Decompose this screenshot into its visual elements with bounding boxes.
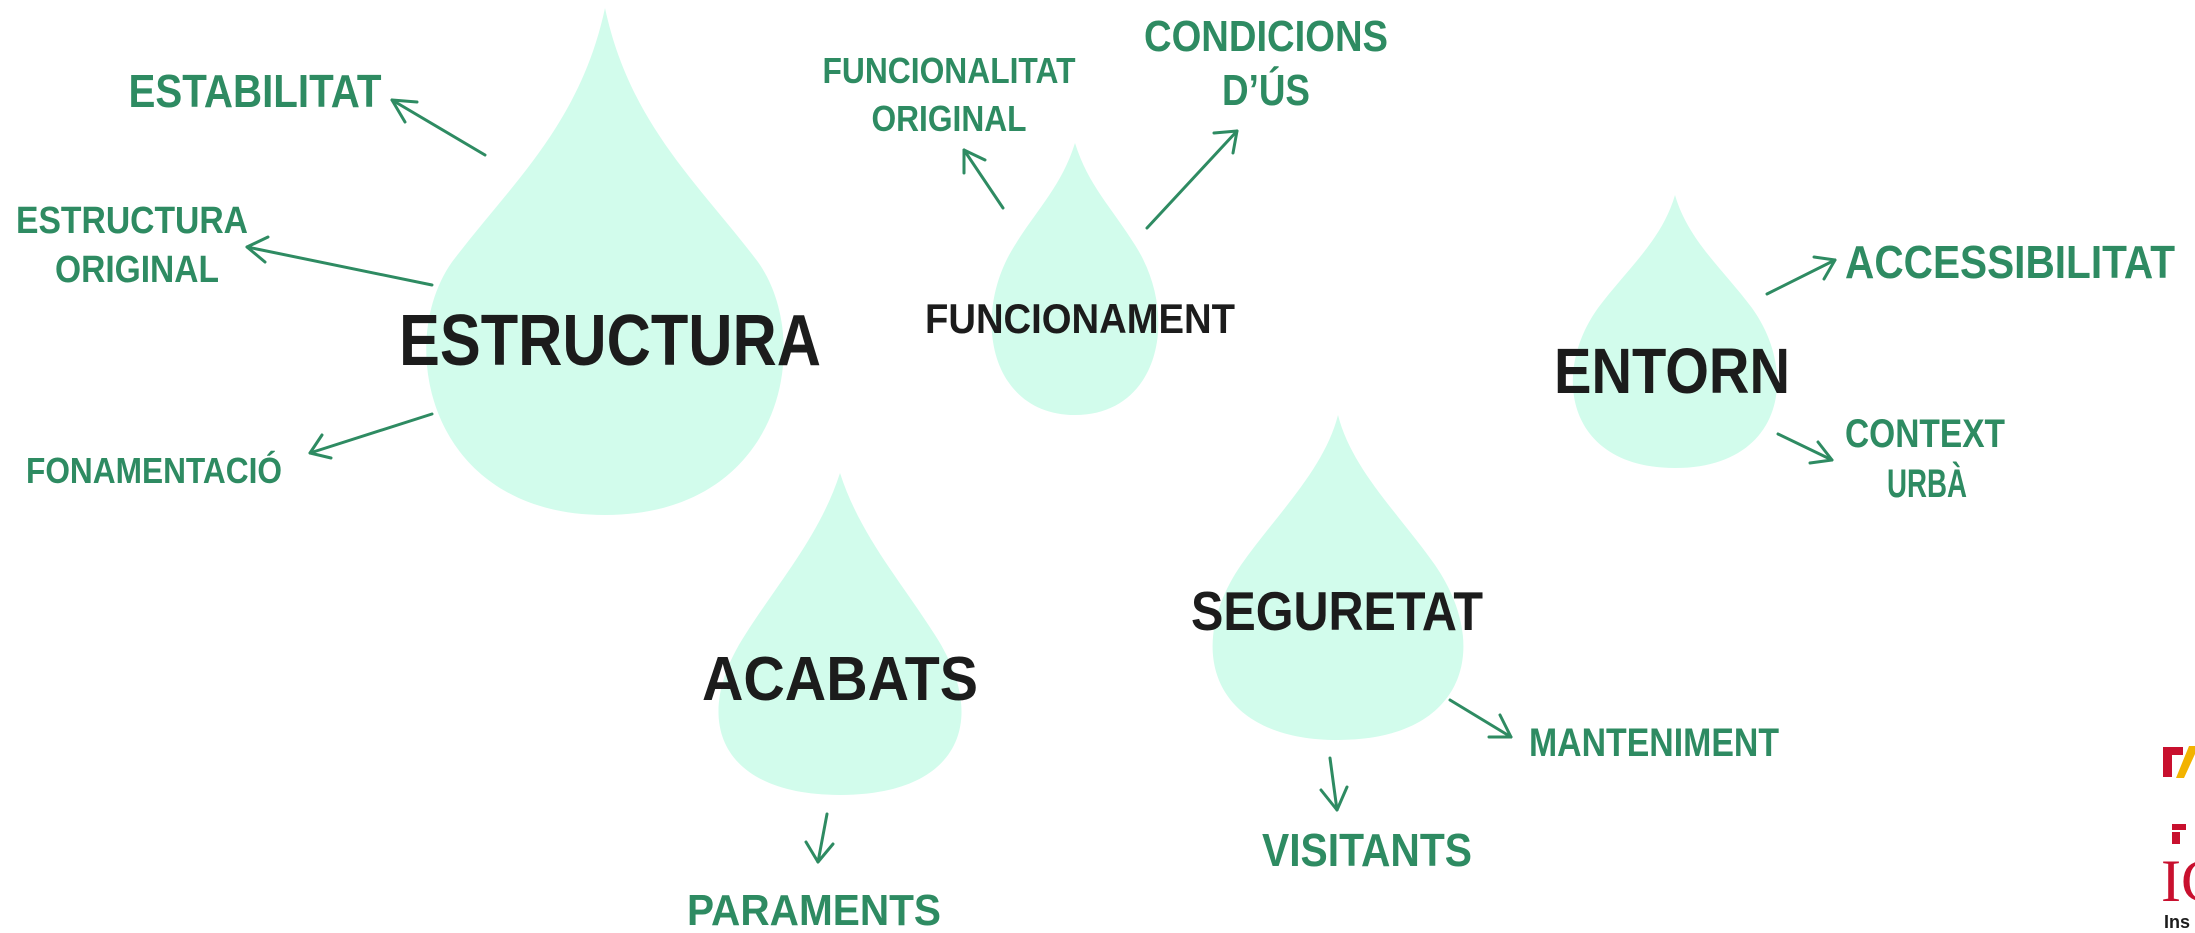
label-estabilitat: ESTABILITAT: [129, 65, 382, 117]
arrow-to-estabilitat: [390, 98, 487, 157]
institute-logo: IC Ins: [2161, 824, 2195, 932]
label-paraments: PARAMENTS: [687, 886, 941, 933]
arrow-to-visitants: [1319, 756, 1349, 812]
label-estructura-original-line1: ESTRUCTURA: [16, 200, 248, 242]
arrow-to-accessibilitat: [1765, 255, 1837, 296]
drop-entorn: [1572, 195, 1778, 468]
svg-text:IC: IC: [2161, 848, 2195, 914]
label-seguretat: SEGURETAT: [1191, 580, 1483, 642]
label-context-urba-line2: URBÀ: [1887, 461, 1967, 506]
drop-estructura: [426, 8, 784, 515]
arrow-to-context-urba: [1776, 432, 1834, 465]
label-estructura: ESTRUCTURA: [399, 301, 821, 381]
logo-mark-red-yellow: [2163, 746, 2195, 778]
label-funcionalitat-original-line2: ORIGINAL: [872, 98, 1027, 139]
label-funcionament: FUNCIONAMENT: [925, 295, 1235, 342]
arrow-to-fonamentacio: [308, 412, 434, 460]
arrow-to-paraments: [804, 812, 835, 864]
arrow-to-manteniment: [1448, 698, 1513, 739]
label-context-urba-line1: CONTEXT: [1845, 412, 2005, 456]
arrow-to-funcionalitat-original: [962, 148, 1005, 210]
label-acabats: ACABATS: [702, 645, 978, 714]
label-condicions-us-line2: D’ÚS: [1222, 65, 1310, 115]
label-funcionalitat-original-line1: FUNCIONALITAT: [823, 50, 1076, 91]
drop-seguretat: [1212, 415, 1464, 740]
arrow-to-estructura-original: [245, 235, 434, 287]
label-condicions-us-line1: CONDICIONS: [1144, 12, 1388, 61]
drop-funcionament: [991, 143, 1159, 415]
drop-acabats: [718, 473, 962, 795]
institute-logo-text: Ins: [2164, 912, 2190, 932]
label-manteniment: MANTENIMENT: [1529, 721, 1779, 765]
arrow-to-condicions-us: [1145, 129, 1239, 230]
label-entorn: ENTORN: [1554, 335, 1790, 407]
label-visitants: VISITANTS: [1262, 824, 1472, 876]
label-fonamentacio: FONAMENTACIÓ: [26, 449, 282, 491]
label-estructura-original-line2: ORIGINAL: [55, 249, 219, 291]
label-accessibilitat: ACCESSIBILITAT: [1845, 236, 2175, 288]
